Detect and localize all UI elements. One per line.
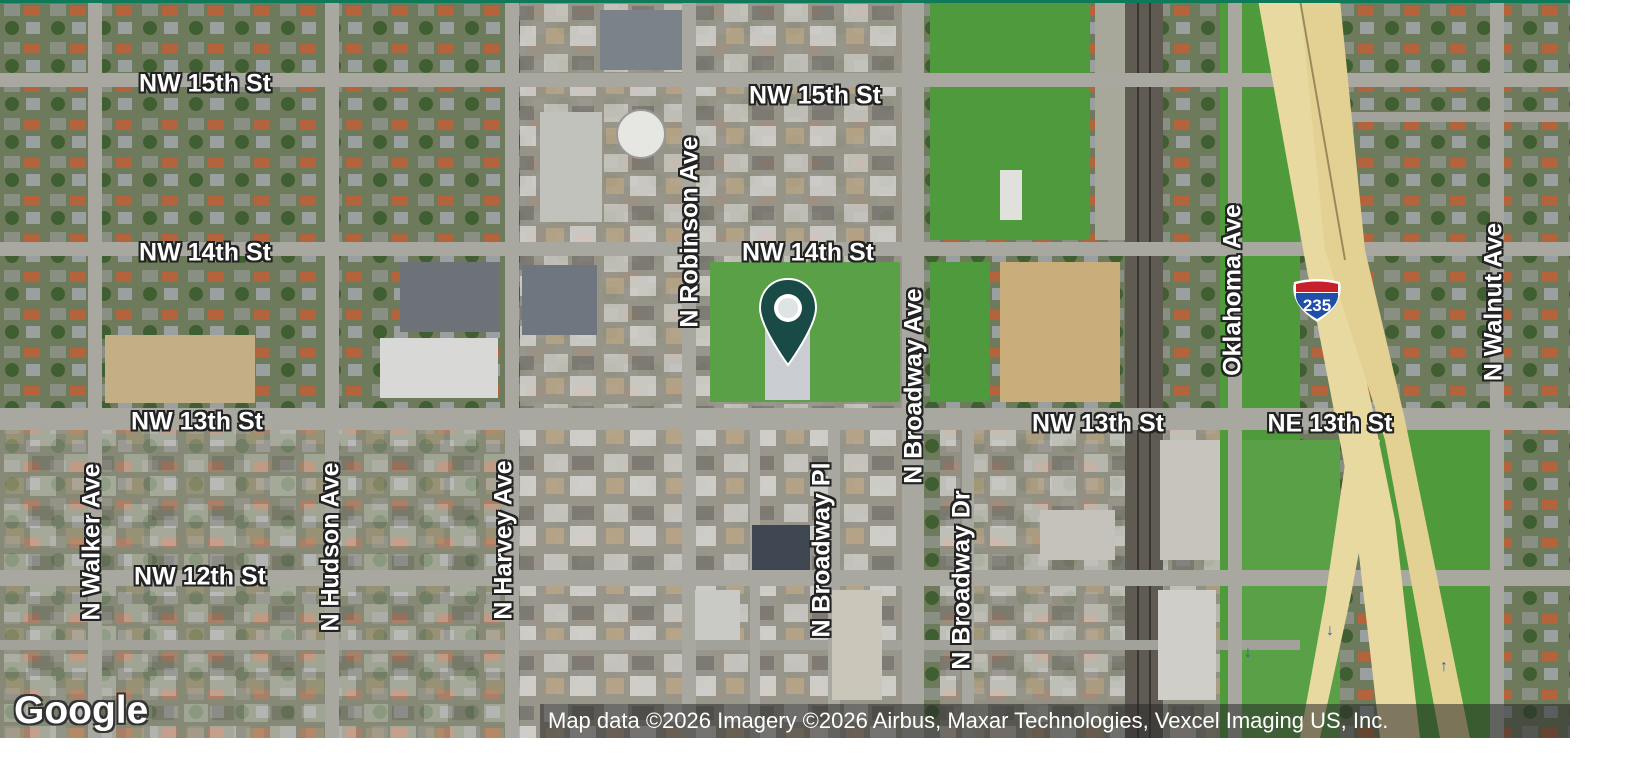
- street-label-ne-13th: NE 13th St: [1267, 409, 1393, 438]
- satellite-imagery: [0, 0, 1570, 738]
- street-label-nw-14th-east: NW 14th St: [742, 238, 874, 267]
- street-label-n-walker: N Walker Ave: [77, 463, 106, 621]
- street-label-n-broadway-dr: N Broadway Dr: [947, 490, 976, 670]
- direction-arrow-icon: ↓: [1326, 622, 1334, 639]
- street-label-n-broadway-pl: N Broadway Pl: [807, 462, 836, 638]
- map-view[interactable]: NW 15th St NW 15th St NW 14th St NW 14th…: [0, 0, 1570, 738]
- interstate-shield-icon: 235: [1288, 278, 1346, 324]
- map-attribution[interactable]: Map data ©2026 Imagery ©2026 Airbus, Max…: [540, 704, 1570, 738]
- street-label-n-harvey: N Harvey Ave: [489, 460, 518, 620]
- street-label-n-hudson: N Hudson Ave: [316, 462, 345, 632]
- street-label-nw-13th-west: NW 13th St: [131, 407, 263, 436]
- street-label-n-robinson: N Robinson Ave: [675, 136, 704, 328]
- interstate-number: 235: [1303, 296, 1331, 315]
- direction-arrow-icon: ↑: [1440, 658, 1448, 675]
- top-accent-strip: [0, 0, 1570, 3]
- street-label-nw-15th-east: NW 15th St: [749, 81, 881, 110]
- location-pin-icon[interactable]: [757, 277, 819, 369]
- street-label-n-walnut: N Walnut Ave: [1479, 222, 1508, 382]
- street-label-nw-13th-east: NW 13th St: [1032, 409, 1164, 438]
- street-label-n-broadway-ave: N Broadway Ave: [899, 288, 928, 484]
- street-label-nw-12th: NW 12th St: [134, 562, 266, 591]
- direction-arrow-icon: ↓: [1244, 644, 1252, 661]
- street-label-oklahoma: Oklahoma Ave: [1218, 204, 1247, 376]
- google-logo: Google: [14, 689, 149, 732]
- street-label-nw-15th-west: NW 15th St: [139, 69, 271, 98]
- street-label-nw-14th-west: NW 14th St: [139, 238, 271, 267]
